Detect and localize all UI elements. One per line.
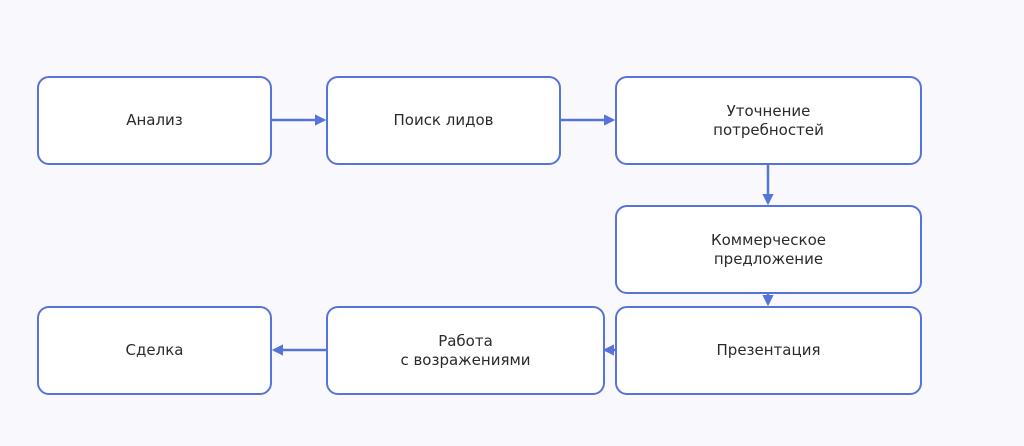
node-objection-handling: Работа с возражениями	[326, 306, 605, 395]
node-needs-clarification: Уточнение потребностей	[615, 76, 922, 165]
node-lead-search: Поиск лидов	[326, 76, 561, 165]
node-presentation: Презентация	[615, 306, 922, 395]
node-commercial-proposal: Коммерческое предложение	[615, 205, 922, 294]
node-deal: Сделка	[37, 306, 272, 395]
node-analysis: Анализ	[37, 76, 272, 165]
